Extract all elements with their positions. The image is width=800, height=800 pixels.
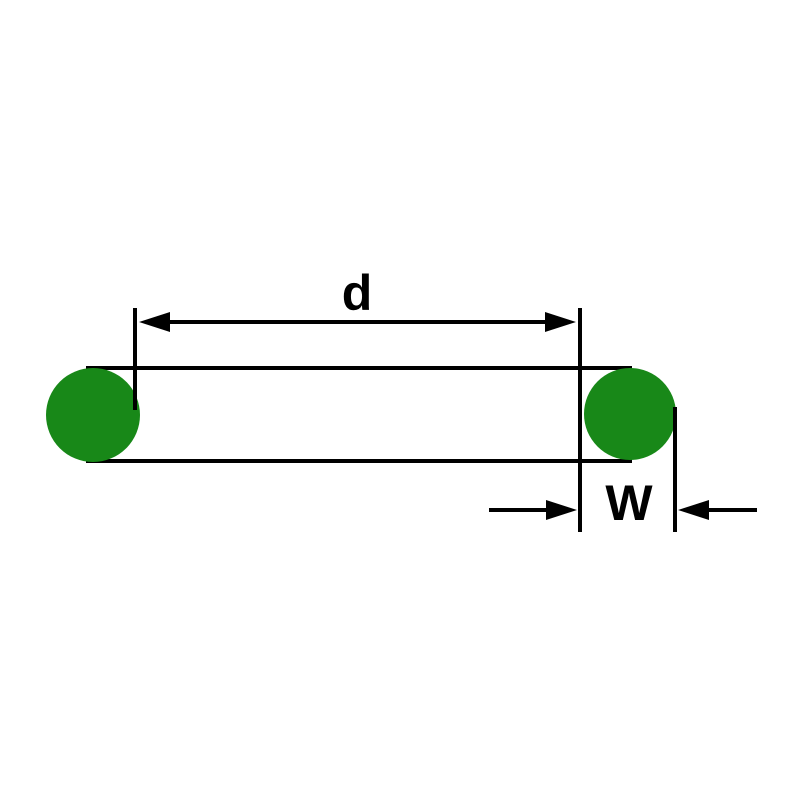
arrowhead-d-left xyxy=(139,312,170,332)
label-cross-section-width: W xyxy=(605,475,653,531)
dimension-d-arrowheads xyxy=(139,312,576,332)
ring-profile-lines xyxy=(86,366,632,463)
arrowhead-w-right xyxy=(678,500,709,520)
arrowhead-d-right xyxy=(545,312,576,332)
ring-cross-section-right xyxy=(584,368,676,460)
label-inner-diameter: d xyxy=(342,265,373,321)
arrowhead-w-left xyxy=(546,500,577,520)
dimension-d xyxy=(133,308,582,532)
ring-cross-section-left xyxy=(46,368,140,462)
dimension-w-arrowheads xyxy=(546,500,709,520)
